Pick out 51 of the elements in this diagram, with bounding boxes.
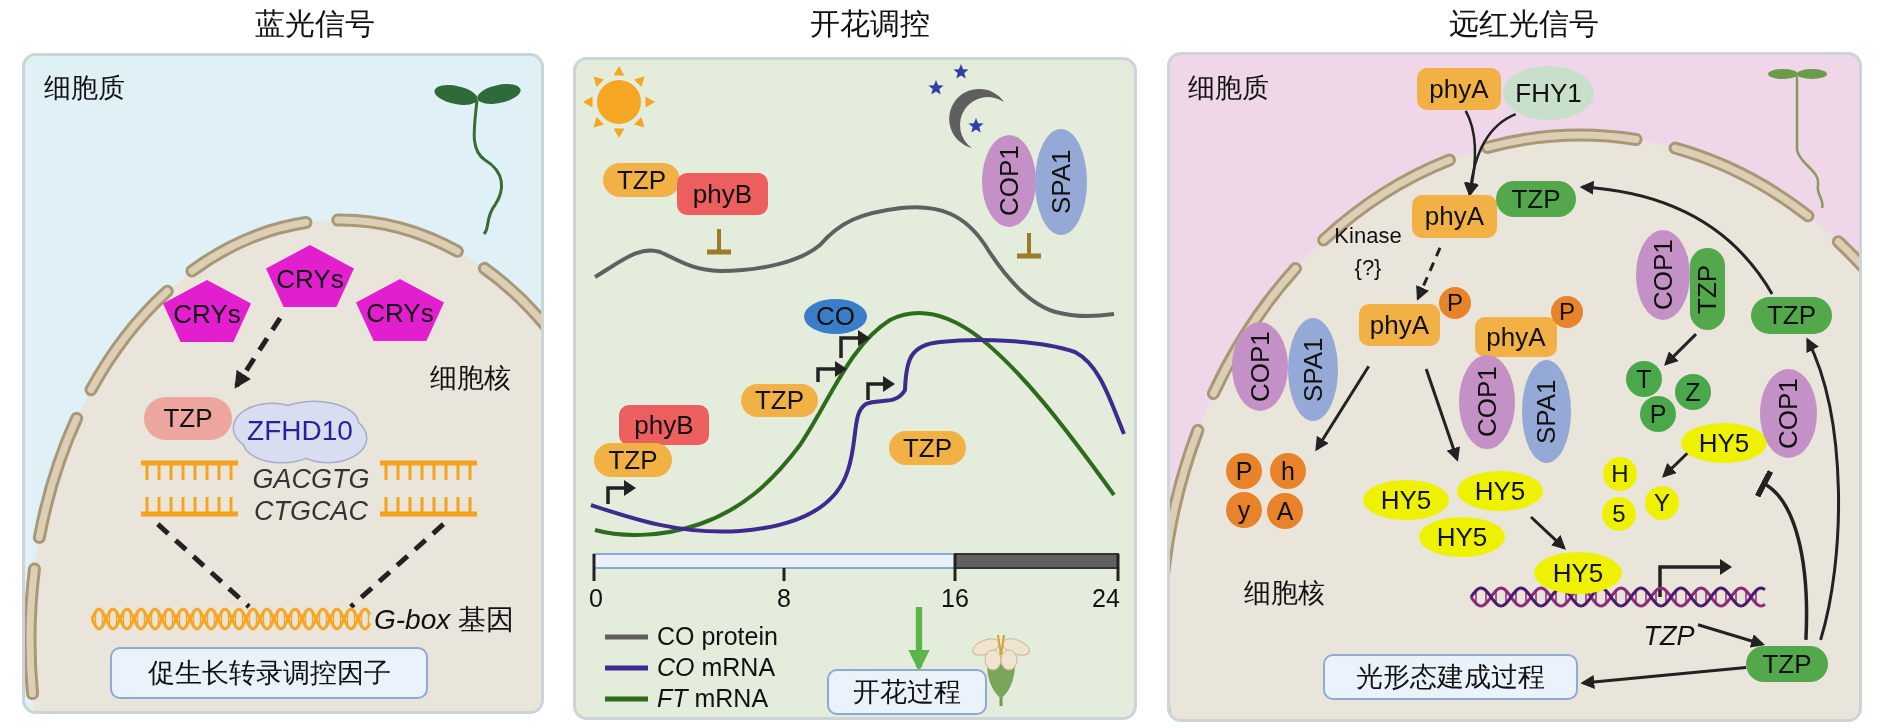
protein-pill: TZP [144,397,232,440]
arrow [1580,666,1747,689]
protein-pill: TZP [1746,646,1828,682]
arrow [1529,515,1566,550]
protein-pill: TZP [603,163,680,197]
legend-label: FT mRNA [657,684,769,713]
tick-label: 0 [589,584,603,613]
protein-pill: TZP [1690,248,1725,330]
arrow [1315,365,1370,452]
legend-label: CO mRNA [657,653,776,682]
protein-pill: TZP [741,384,818,417]
tick-label: 24 [1092,584,1120,613]
protein-pill: phyA [1412,195,1497,238]
connector-line [349,522,446,609]
panel-title: 蓝光信号 [255,6,375,42]
tick-label: 16 [941,584,969,613]
panel-title: 开花调控 [810,6,930,42]
process-box: 促生长转录调控因子 [110,647,428,699]
connector-line [156,522,251,609]
region-label: 细胞质 [1188,72,1269,105]
arrow [1805,337,1840,641]
protein-pill: TZP [889,431,966,465]
gene-label: G-box 基因 [374,603,515,637]
protein-pill: TZP [1751,297,1832,334]
dna-sequence: CTGCAC [254,496,368,527]
region-label: 细胞质 [44,72,125,105]
process-box: 开花过程 [827,669,987,715]
tick-label: 8 [777,584,791,613]
dna-sequence: GACGTG [252,464,370,495]
arrow [1579,181,1774,295]
protein-pill: phyB [677,173,768,215]
arrow [1464,112,1517,197]
arrow [1416,247,1442,301]
protein-pill: TZP [594,443,672,477]
region-label: 细胞核 [1244,577,1325,610]
gene-label: TZP [1640,622,1698,650]
protein-pill: phyA [1475,317,1557,357]
arrow [1424,368,1460,462]
legend-label: CO protein [657,622,778,651]
edge-label: Kinase {?} [1333,222,1403,282]
arrow [234,316,283,389]
protein-pill: phyB [619,405,709,445]
protein-pill: phyA [1359,304,1440,346]
protein-pill: TZP [1496,181,1576,217]
inhibition-line [1753,470,1809,640]
panel-title: 远红光信号 [1449,6,1599,42]
protein-pill: phyA [1417,68,1501,110]
region-label: 细胞核 [430,362,511,395]
arrow [1664,333,1698,366]
process-box: 光形态建成过程 [1323,654,1578,700]
arrow [1697,623,1766,648]
